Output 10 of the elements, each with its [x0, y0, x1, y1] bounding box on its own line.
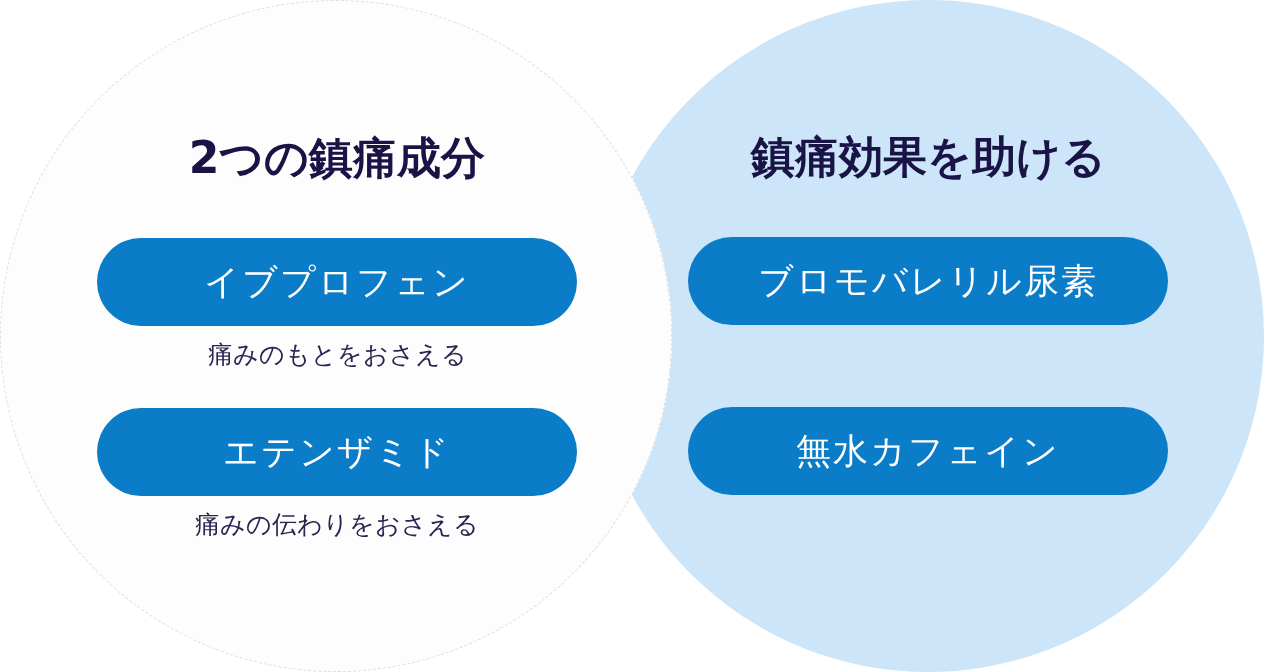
caption-text: 痛みのもとをおさえる [206, 339, 468, 371]
circle-panel [0, 0, 672, 672]
heading: 鎮痛効果を助ける [749, 130, 1107, 184]
crescent-panel [632, 0, 1264, 672]
heading: 2つの鎮痛成分 [187, 131, 487, 185]
ingredient-pill: エテンザミド [97, 408, 577, 496]
ingredient-pill: ブロモバレリル尿素 [688, 237, 1168, 325]
ingredient-pill: 無水カフェイン [688, 407, 1168, 495]
ingredient-pill: イブプロフェン [97, 238, 577, 326]
caption-text: 痛みの伝わりをおさえる [194, 509, 480, 541]
